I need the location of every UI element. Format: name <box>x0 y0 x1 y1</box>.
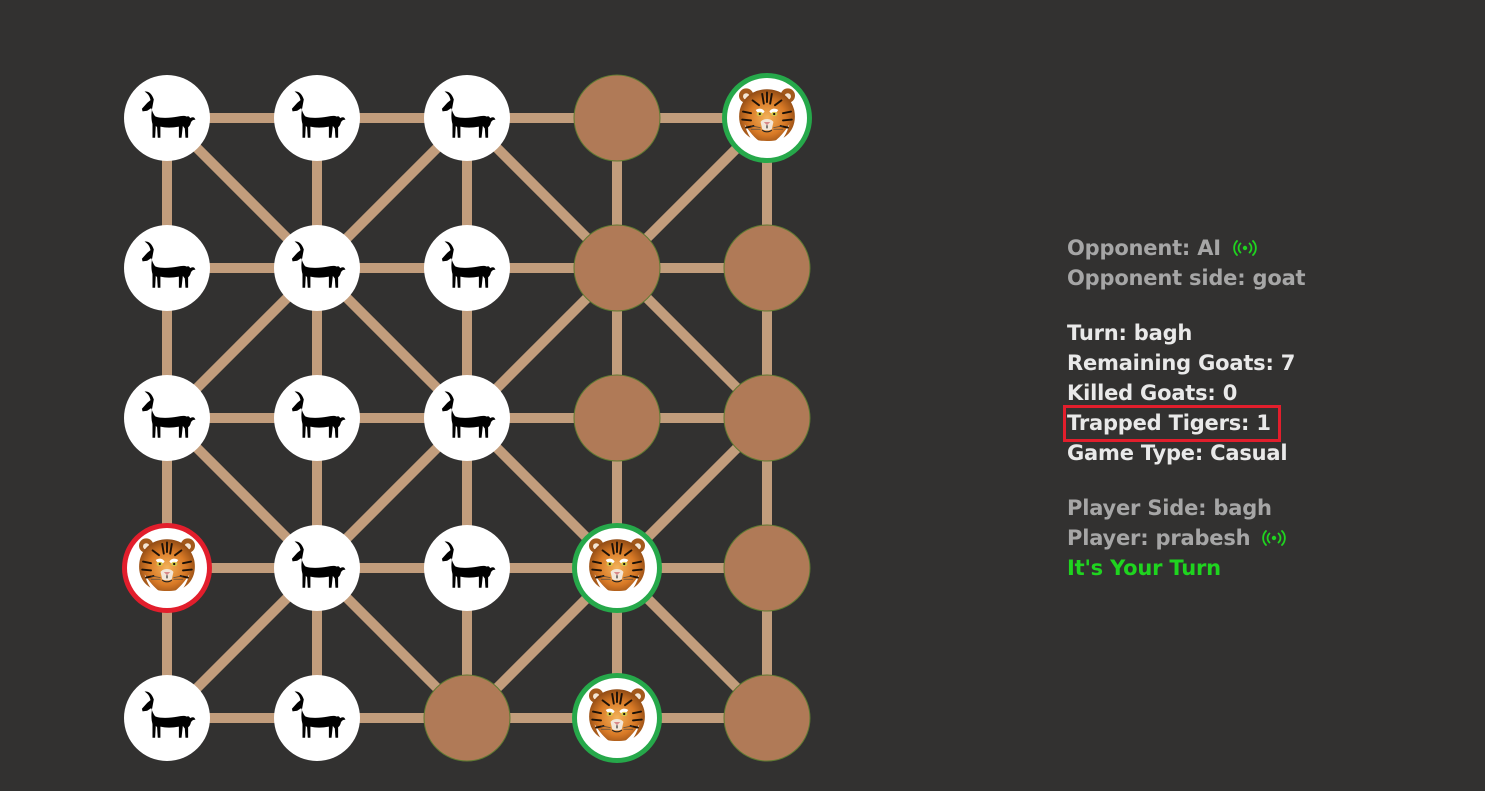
empty-point[interactable] <box>723 674 811 762</box>
goat-piece[interactable] <box>424 75 510 161</box>
empty-point[interactable] <box>723 224 811 312</box>
tiger-icon <box>127 528 207 608</box>
opponent-side: Opponent side: goat <box>1067 266 1306 290</box>
your-turn-message: It's Your Turn <box>1067 556 1221 580</box>
goat-piece[interactable] <box>424 525 510 611</box>
trapped-tigers: Trapped Tigers: 1 <box>1063 405 1281 442</box>
trapped-tiger-piece[interactable] <box>122 523 212 613</box>
board-point[interactable] <box>573 224 661 312</box>
tiger-icon <box>727 78 807 158</box>
tiger-piece[interactable] <box>572 673 662 763</box>
board-point[interactable] <box>723 374 811 462</box>
board-point[interactable] <box>723 524 811 612</box>
goat-piece[interactable] <box>124 75 210 161</box>
empty-point[interactable] <box>723 524 811 612</box>
tiger-icon <box>577 678 657 758</box>
board-point[interactable] <box>723 224 811 312</box>
goat-piece[interactable] <box>274 525 360 611</box>
opponent-row: Opponent: AI <box>1067 233 1305 263</box>
goat-piece[interactable] <box>274 75 360 161</box>
game-board <box>122 73 812 763</box>
board-point[interactable] <box>573 74 661 162</box>
empty-point[interactable] <box>573 74 661 162</box>
killed-goats: Killed Goats: 0 <box>1067 381 1238 405</box>
goat-piece[interactable] <box>424 375 510 461</box>
player-label: Player: prabesh <box>1067 526 1251 550</box>
goat-piece[interactable] <box>424 225 510 311</box>
player-side: Player Side: bagh <box>1067 496 1272 520</box>
turn-status: Turn: bagh <box>1067 321 1193 345</box>
online-signal-icon <box>1233 240 1257 256</box>
empty-point[interactable] <box>723 374 811 462</box>
board-point[interactable] <box>723 674 811 762</box>
tiger-icon <box>577 528 657 608</box>
empty-point[interactable] <box>423 674 511 762</box>
player-row: Player: prabesh <box>1067 523 1305 553</box>
goat-piece[interactable] <box>274 375 360 461</box>
empty-point[interactable] <box>573 224 661 312</box>
board-point[interactable] <box>573 374 661 462</box>
board-point[interactable] <box>423 674 511 762</box>
goat-piece[interactable] <box>124 375 210 461</box>
empty-point[interactable] <box>573 374 661 462</box>
trapped-tigers-row: Trapped Tigers: 1 <box>1063 405 1305 442</box>
goat-piece[interactable] <box>124 675 210 761</box>
game-info-panel: Opponent: AI Opponent side: goat Turn: b… <box>1063 233 1306 583</box>
goat-piece[interactable] <box>274 225 360 311</box>
tiger-piece[interactable] <box>572 523 662 613</box>
opponent-label: Opponent: AI <box>1067 236 1221 260</box>
game-type: Game Type: Casual <box>1067 441 1288 465</box>
online-signal-icon <box>1262 530 1287 546</box>
goat-piece[interactable] <box>124 225 210 311</box>
remaining-goats: Remaining Goats: 7 <box>1067 351 1296 375</box>
tiger-piece[interactable] <box>722 73 812 163</box>
goat-piece[interactable] <box>274 675 360 761</box>
board-points <box>122 73 812 763</box>
